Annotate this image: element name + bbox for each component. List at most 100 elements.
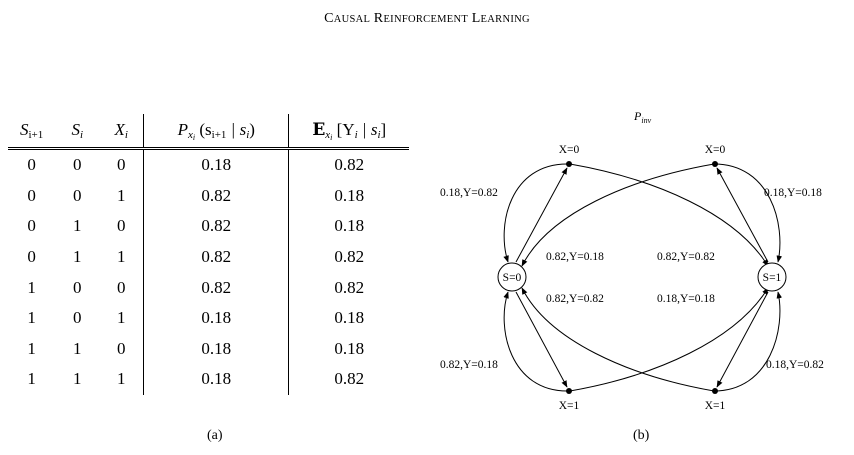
table-cell: 1 bbox=[73, 216, 82, 236]
probability-table: Si+1 Si Xi Pxi (si+1 | si) Exi [Yi | si]… bbox=[8, 114, 410, 395]
table-cell: 1 bbox=[27, 277, 36, 297]
table-cell: 0 bbox=[27, 155, 36, 175]
state-label-s1: S=1 bbox=[763, 272, 782, 284]
action-dot-x0-right bbox=[712, 161, 718, 167]
header-word-reinforcement-rest: EINFORCEMENT bbox=[383, 14, 469, 25]
table-header-row: Si+1 Si Xi Pxi (si+1 | si) Exi [Yi | si] bbox=[8, 114, 410, 150]
table-cell: 0.82 bbox=[334, 277, 365, 297]
table-cell: 1 bbox=[27, 308, 36, 328]
table-cell: 0.18 bbox=[143, 364, 290, 395]
edge-label-bot-right-outer: 0.18,Y=0.82 bbox=[766, 359, 824, 371]
edge-s1-to-x1-right bbox=[716, 291, 769, 388]
table-cell: 0.18 bbox=[334, 216, 365, 236]
table-cell: 0.18 bbox=[334, 185, 365, 205]
table-cell: 1 bbox=[99, 241, 145, 273]
caption-a: (a) bbox=[207, 428, 223, 443]
table-cell: 0 bbox=[73, 185, 82, 205]
action-dot-x1-left bbox=[566, 388, 572, 394]
table-cell: 0.82 bbox=[143, 241, 290, 273]
action-label-x0-right: X=0 bbox=[705, 144, 726, 156]
table-cell: 1 bbox=[27, 338, 36, 358]
table-cell: 1 bbox=[99, 302, 145, 334]
col-header-s-next: Si+1 bbox=[8, 114, 56, 150]
table-cell: 0.82 bbox=[334, 247, 365, 267]
caption-b: (b) bbox=[633, 428, 650, 443]
table-cell: 0 bbox=[99, 148, 145, 181]
col-header-expected-reward: Exi [Yi | si] bbox=[288, 114, 410, 150]
table-cell: 0 bbox=[27, 185, 36, 205]
edge-x1-right-to-s1 bbox=[713, 291, 783, 392]
action-label-x1-left: X=1 bbox=[559, 400, 580, 412]
edge-x0-left-to-s0 bbox=[503, 163, 568, 263]
state-node-s1 bbox=[757, 262, 787, 292]
header-word-learning-initial: L bbox=[471, 11, 481, 26]
table-cell: 0.82 bbox=[334, 155, 365, 175]
table-cell: 0.18 bbox=[143, 148, 290, 181]
table-cell: 0.18 bbox=[143, 302, 290, 334]
edge-label-inner-upper-right: 0.82,Y=0.82 bbox=[657, 251, 715, 263]
header-word-causal-initial: C bbox=[324, 11, 334, 26]
state-transition-diagram: Pinv S=0 S=1 X=0 X=0 X=1 X=1 0.18,Y=0.82 bbox=[440, 109, 824, 412]
table-cell: 0.18 bbox=[334, 338, 365, 358]
table-cell: 0.82 bbox=[143, 180, 290, 212]
action-dot-x1-right bbox=[712, 388, 718, 394]
edge-x0-right-to-s0 bbox=[521, 163, 715, 267]
table-cell: 0.18 bbox=[143, 333, 290, 365]
col-header-s: Si bbox=[55, 114, 100, 150]
table-cell: 0 bbox=[73, 277, 82, 297]
table-cell: 1 bbox=[27, 369, 36, 389]
header-word-causal-rest: AUSAL bbox=[333, 14, 371, 25]
state-node-s0 bbox=[497, 262, 527, 292]
table-cell: 0 bbox=[99, 333, 145, 365]
table-cell: 1 bbox=[73, 369, 82, 389]
edge-x1-right-to-s0 bbox=[521, 287, 715, 392]
table-cell: 0 bbox=[27, 247, 36, 267]
header-word-reinforcement-initial: R bbox=[373, 11, 384, 26]
state-label-s0: S=0 bbox=[503, 272, 522, 284]
edge-label-inner-upper-left: 0.82,Y=0.18 bbox=[546, 251, 604, 263]
table-cell: 0.18 bbox=[334, 308, 365, 328]
table-cell: 1 bbox=[99, 364, 145, 395]
col-header-x: Xi bbox=[99, 114, 145, 150]
running-header: CAUSAL REINFORCEMENT LEARNING bbox=[0, 10, 854, 27]
table-cell: 0.82 bbox=[143, 211, 290, 242]
table-cell: 0 bbox=[73, 155, 82, 175]
edge-x0-left-to-s1 bbox=[569, 163, 769, 267]
table-cell: 0 bbox=[73, 308, 82, 328]
table-cell: 1 bbox=[99, 180, 145, 212]
edge-x0-right-to-s1 bbox=[713, 163, 783, 263]
action-dot-x0-left bbox=[566, 161, 572, 167]
action-label-x1-right: X=1 bbox=[705, 400, 726, 412]
edge-label-inner-lower-left: 0.82,Y=0.82 bbox=[546, 293, 604, 305]
edge-x1-left-to-s1 bbox=[569, 287, 769, 392]
edge-label-bot-left-outer: 0.82,Y=0.18 bbox=[440, 359, 498, 371]
header-word-learning-rest: EARNING bbox=[480, 14, 530, 25]
table-cell: 0 bbox=[99, 211, 145, 242]
table-cell: 0 bbox=[27, 216, 36, 236]
edge-label-inner-lower-right: 0.18,Y=0.18 bbox=[657, 293, 715, 305]
edge-label-top-right-outer: 0.18,Y=0.18 bbox=[764, 187, 822, 199]
table-cell: 1 bbox=[73, 338, 82, 358]
table-cell: 0.82 bbox=[143, 272, 290, 303]
diagram-title: Pinv bbox=[633, 109, 652, 125]
table-cell: 0 bbox=[99, 272, 145, 303]
edge-x1-left-to-s0 bbox=[503, 291, 568, 392]
edge-s0-to-x1-left bbox=[515, 291, 568, 388]
edge-s0-to-x0-left bbox=[515, 167, 568, 263]
edge-label-top-left-outer: 0.18,Y=0.82 bbox=[440, 187, 498, 199]
table-cell: 1 bbox=[73, 247, 82, 267]
table-cell: 0.82 bbox=[334, 369, 365, 389]
edge-s1-to-x0-right bbox=[716, 167, 769, 263]
action-label-x0-left: X=0 bbox=[559, 144, 580, 156]
col-header-transition-prob: Pxi (si+1 | si) bbox=[143, 114, 290, 150]
